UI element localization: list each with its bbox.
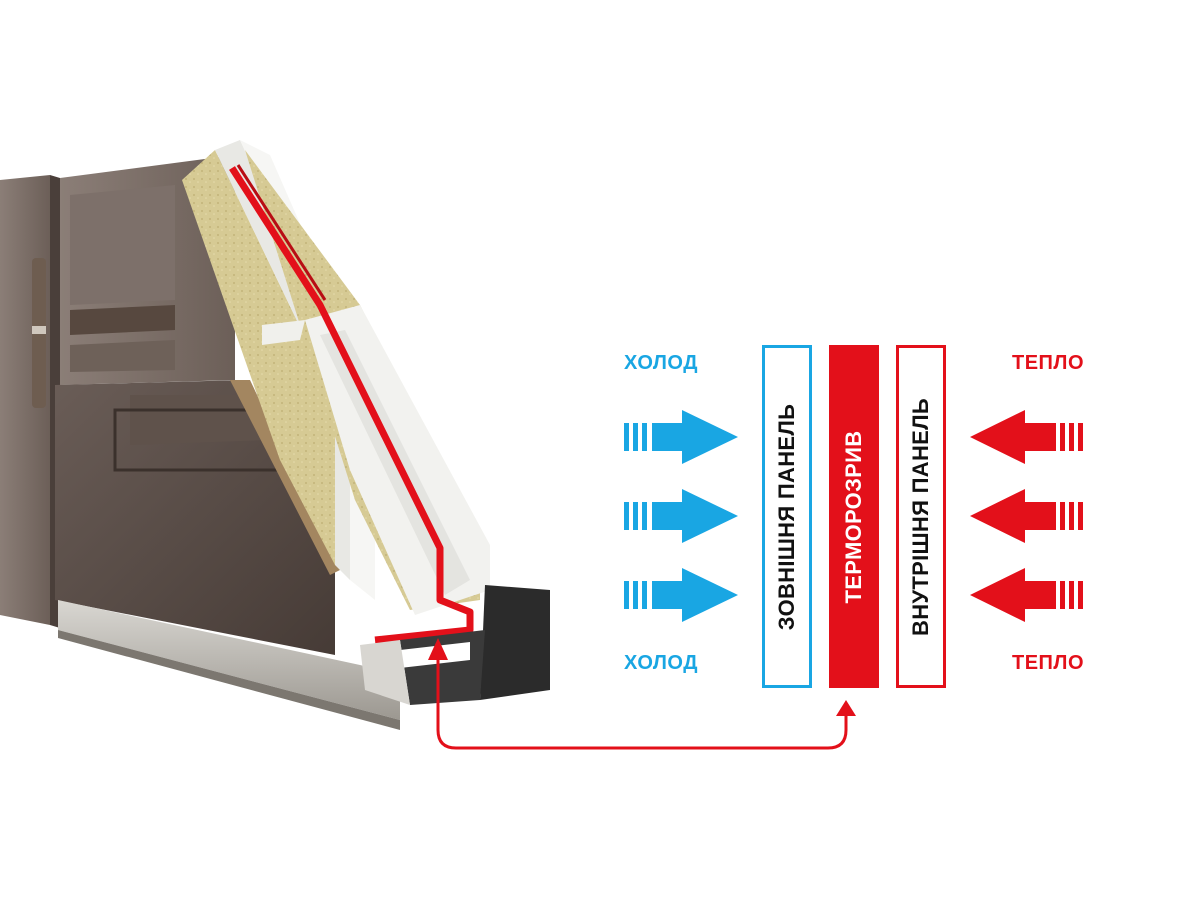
warm-label-bottom: ТЕПЛО <box>1012 652 1085 674</box>
warm-label-top: ТЕПЛО <box>1012 352 1085 374</box>
cold-label-top: ХОЛОД <box>624 352 698 374</box>
thermal-break-label: ТЕРМОРОЗРИВ <box>841 430 866 603</box>
inner-panel-label: ВНУТРІШНЯ ПАНЕЛЬ <box>908 397 933 636</box>
inner-panel: ВНУТРІШНЯ ПАНЕЛЬ <box>896 345 946 688</box>
outer-panel: ЗОВНІШНЯ ПАНЕЛЬ <box>762 345 812 688</box>
threshold <box>58 600 400 730</box>
cold-label-bottom: ХОЛОД <box>624 652 698 674</box>
upper-door-panel <box>60 155 235 385</box>
lower-door-panel <box>55 380 340 655</box>
door-frame <box>0 175 60 628</box>
thermal-break-panel: ТЕРМОРОЗРИВ <box>829 345 879 688</box>
thermal-break-line <box>229 166 474 644</box>
curved-arrow-icon <box>436 660 848 750</box>
outer-panel-label: ЗОВНІШНЯ ПАНЕЛЬ <box>774 403 799 630</box>
